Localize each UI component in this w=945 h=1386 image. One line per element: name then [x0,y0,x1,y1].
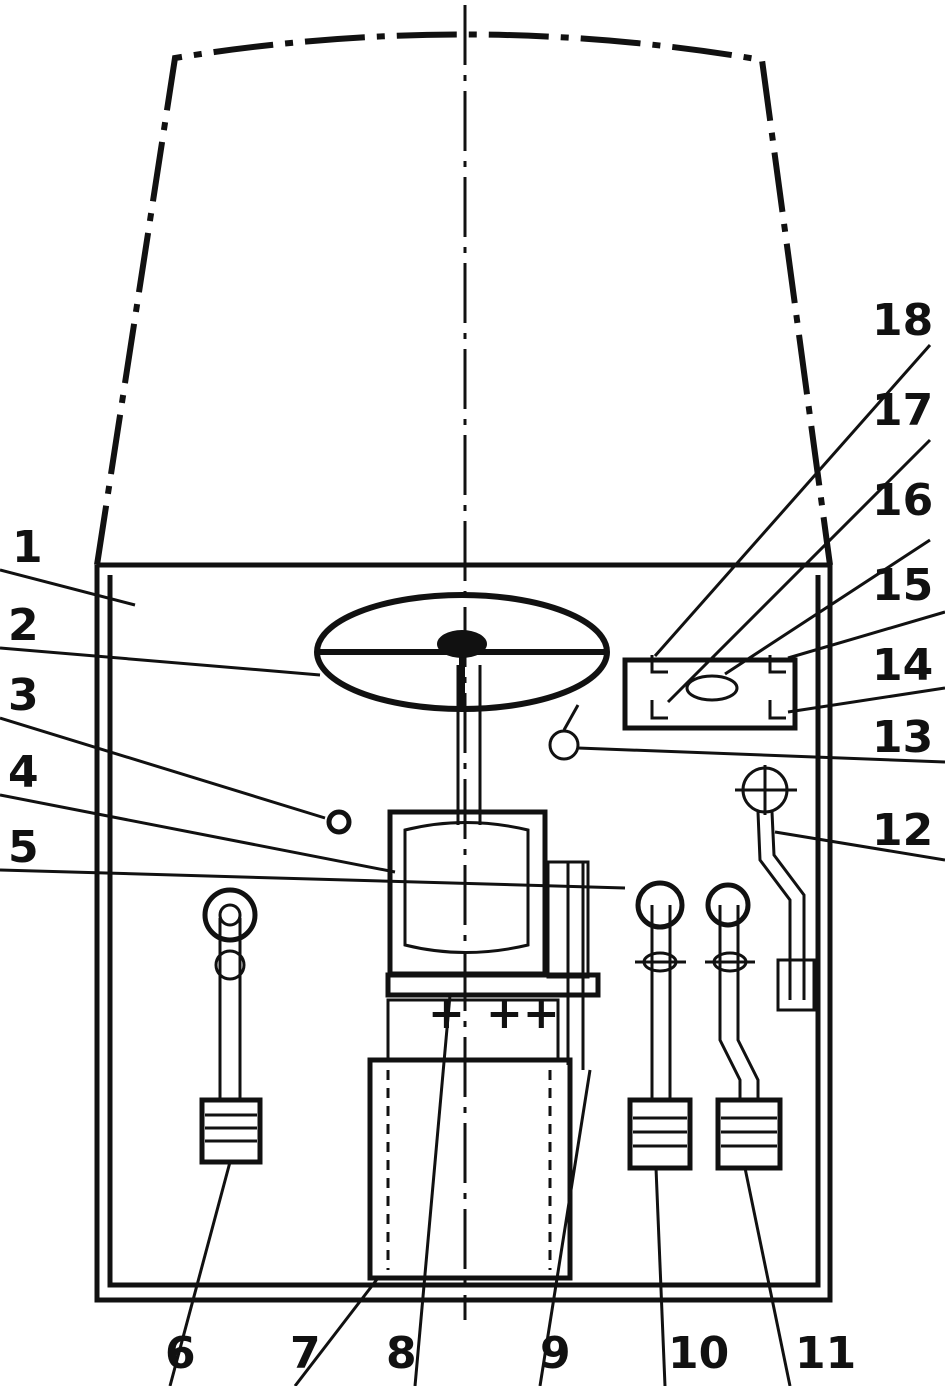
callout-9: 9 [540,1328,571,1379]
callout-7: 7 [290,1328,321,1379]
callout-1: 1 [12,522,43,573]
center-pedal [627,880,693,1171]
callout-17: 17 [872,385,933,436]
callout-6: 6 [165,1328,196,1379]
callout-2: 2 [8,600,39,651]
right-pedal [705,882,783,1171]
leader-lines [0,344,945,1386]
callout-3: 3 [8,670,39,721]
svg-text:++: ++ [486,988,560,1039]
callout-11: 11 [795,1328,856,1379]
callout-4: 4 [8,747,39,798]
callout-12: 12 [872,805,933,856]
cab-frame-inner [107,575,821,1288]
callout-8: 8 [386,1328,417,1379]
callout-15: 15 [872,560,933,611]
steering-wheel [314,592,610,712]
callout-18: 18 [872,295,933,346]
hand-lever [735,765,816,1012]
instrument-panel [622,655,798,731]
steering-column [456,665,482,825]
windshield-outline [94,31,833,566]
ignition-switch [548,704,580,761]
cab-frame-outer [94,562,833,1303]
callout-16: 16 [872,475,933,526]
callout-10: 10 [668,1328,729,1379]
switch-knob [326,809,352,835]
left-pedal [199,887,263,1165]
callout-13: 13 [872,712,933,763]
callout-5: 5 [8,822,39,873]
callout-14: 14 [872,640,933,691]
pedal-support: + ++ [367,972,601,1281]
